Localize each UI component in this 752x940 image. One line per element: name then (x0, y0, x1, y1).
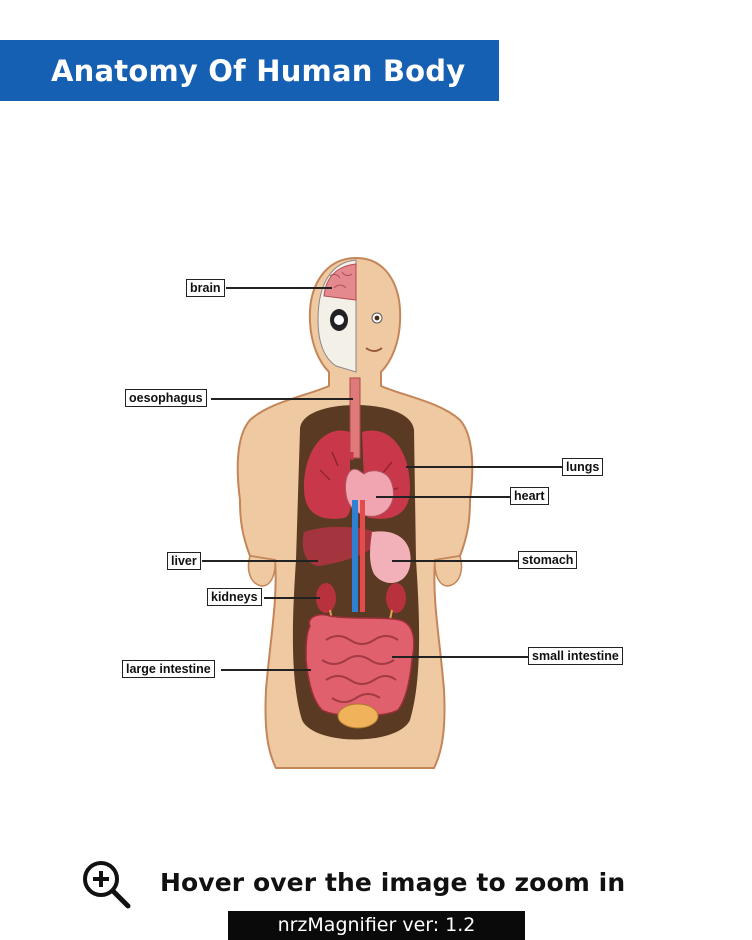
small-intestine-organ (321, 635, 399, 703)
brain-leader (226, 287, 332, 289)
label-lungs: lungs (562, 458, 604, 476)
brain-organ (323, 263, 357, 301)
title-banner: Anatomy Of Human Body (0, 40, 499, 101)
large-intestine-leader (221, 669, 311, 671)
lungs-leader (406, 466, 564, 468)
oesophagus-leader (211, 398, 353, 400)
zoom-in-icon (83, 861, 131, 909)
label-liver: liver (167, 552, 201, 570)
label-kidneys: kidneys (207, 588, 262, 606)
stomach-organ (370, 531, 411, 584)
label-brain: brain (186, 279, 225, 297)
page-title: Anatomy Of Human Body (51, 53, 466, 88)
heart-leader (376, 496, 510, 498)
label-oesophagus: oesophagus (125, 389, 207, 407)
lungs-left (304, 430, 352, 519)
stomach-leader (392, 560, 518, 562)
small-intestine-leader (392, 656, 528, 658)
label-small-intestine: small intestine (528, 647, 623, 665)
label-heart: heart (510, 487, 549, 505)
kidney-right (386, 583, 406, 613)
kidneys-leader (264, 597, 320, 599)
zoom-hint-text: Hover over the image to zoom in (160, 868, 626, 897)
bladder-organ (337, 703, 379, 729)
label-stomach: stomach (518, 551, 578, 569)
large-intestine-organ (305, 614, 415, 717)
kidney-left (316, 583, 336, 613)
version-label: nrzMagnifier ver: 1.2 (228, 911, 525, 940)
oesophagus-organ (349, 377, 361, 459)
zoom-hint: Hover over the image to zoom in (80, 858, 680, 912)
label-large-intestine: large intestine (122, 660, 215, 678)
liver-leader (202, 560, 318, 562)
